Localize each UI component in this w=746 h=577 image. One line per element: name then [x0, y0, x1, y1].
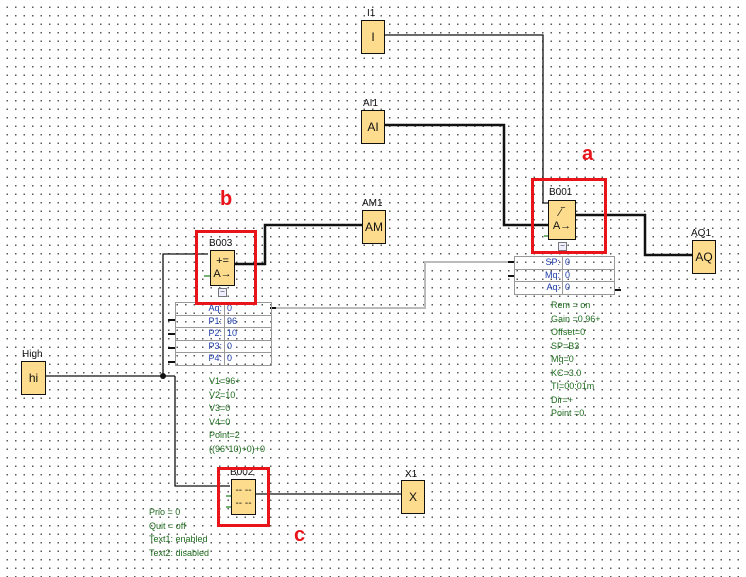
- b002-parameter-notes: Prio = 0 Quit = off Text1: enabled Text2…: [149, 507, 210, 558]
- wire-b003-b001-sp[interactable]: [272, 261, 512, 309]
- collapse-params-b003[interactable]: −: [218, 288, 227, 297]
- wire-high-b002[interactable]: [174, 376, 230, 487]
- b001-parameter-notes: Rem = on Gain =0.96+ Offset=0 SP=B3 Mq=0…: [551, 300, 601, 418]
- message-line-icon: -- --: [235, 485, 252, 496]
- param-row: P2:10: [176, 328, 271, 341]
- param-row: Aq:0: [176, 303, 271, 316]
- input-block-i1[interactable]: I: [361, 20, 385, 54]
- collapse-params-b001[interactable]: −: [558, 242, 567, 251]
- param-row: P1:96: [176, 315, 271, 328]
- param-table-b001: SP:0 Mq:0 Aq:0: [514, 256, 615, 295]
- param-row: P4:0: [176, 353, 271, 366]
- block-symbol: AQ: [695, 250, 713, 264]
- block-label-am1: AM1: [362, 198, 383, 209]
- block-label-b003: B003: [209, 238, 233, 249]
- block-label-b001: B001: [549, 187, 573, 198]
- block-label-b002: B002: [230, 467, 254, 478]
- wire-high-b003[interactable]: [162, 253, 208, 376]
- annotation-label-b: b: [220, 188, 233, 210]
- param-row: P3:0: [176, 340, 271, 353]
- b003-parameter-notes: V1=96+ V2=10 V3=0 V4=0 Point=2 ((96*10)+…: [209, 376, 266, 454]
- message-text-block-b002[interactable]: -- -- -- --: [231, 479, 256, 515]
- wire-i1-b001[interactable]: [385, 34, 548, 204]
- block-label-aq1: AQ1: [691, 228, 712, 239]
- block-label-high: High: [22, 349, 43, 360]
- open-connector-block-x1[interactable]: X: [401, 480, 425, 514]
- block-label-i1: I1: [367, 8, 376, 19]
- wire-b003-am1[interactable]: [235, 223, 362, 266]
- block-label-x1: X1: [405, 469, 418, 480]
- constant-block-high[interactable]: hi: [21, 361, 46, 395]
- wire-junction: [160, 373, 166, 379]
- block-symbol: AM: [365, 220, 383, 234]
- param-row: Aq:0: [515, 282, 614, 295]
- ramp-icon: ⁄‾: [559, 207, 565, 219]
- annotation-label-a: a: [582, 143, 594, 165]
- pi-controller-block-b001[interactable]: ⁄‾ A→: [548, 200, 576, 240]
- analog-flag-block-am1[interactable]: AM: [362, 210, 386, 244]
- param-row: SP:0: [515, 257, 614, 270]
- block-symbol: I: [371, 30, 375, 44]
- block-symbol: X: [408, 490, 417, 504]
- message-line-icon: -- --: [235, 498, 252, 509]
- param-input-stubs: [168, 261, 621, 363]
- analog-output-block-aq1[interactable]: AQ: [692, 240, 716, 274]
- param-row: Mq:0: [515, 269, 614, 282]
- plus-equals-icon: +=: [216, 255, 229, 267]
- analog-arrow-icon: A→: [213, 268, 232, 280]
- highlight-box-b: [195, 230, 257, 305]
- analog-arrow-icon: A→: [552, 220, 572, 232]
- block-symbol: AI: [367, 120, 379, 134]
- analog-input-block-ai1[interactable]: AI: [361, 110, 385, 144]
- math-instruction-block-b003[interactable]: += A→: [210, 250, 235, 286]
- block-symbol: hi: [28, 371, 39, 385]
- param-table-b003: Aq:0 P1:96 P2:10 P3:0 P4:0: [175, 302, 272, 366]
- annotation-label-c: c: [294, 524, 306, 546]
- wire-b001-aq1[interactable]: [576, 213, 696, 257]
- wire-ai1-b001[interactable]: [385, 123, 548, 227]
- highlight-box-c: [217, 467, 270, 527]
- block-label-ai1: AI1: [363, 98, 379, 109]
- highlight-box-a: [531, 178, 607, 254]
